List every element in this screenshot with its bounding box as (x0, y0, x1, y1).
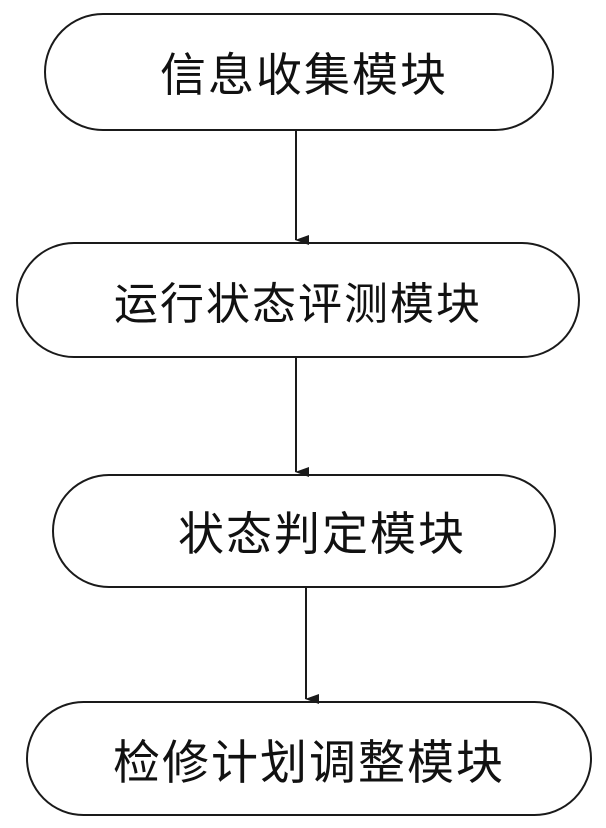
connector-arrows (0, 0, 606, 828)
flowchart: 信息收集模块 运行状态评测模块 状态判定模块 检修计划调整模块 (0, 0, 606, 828)
